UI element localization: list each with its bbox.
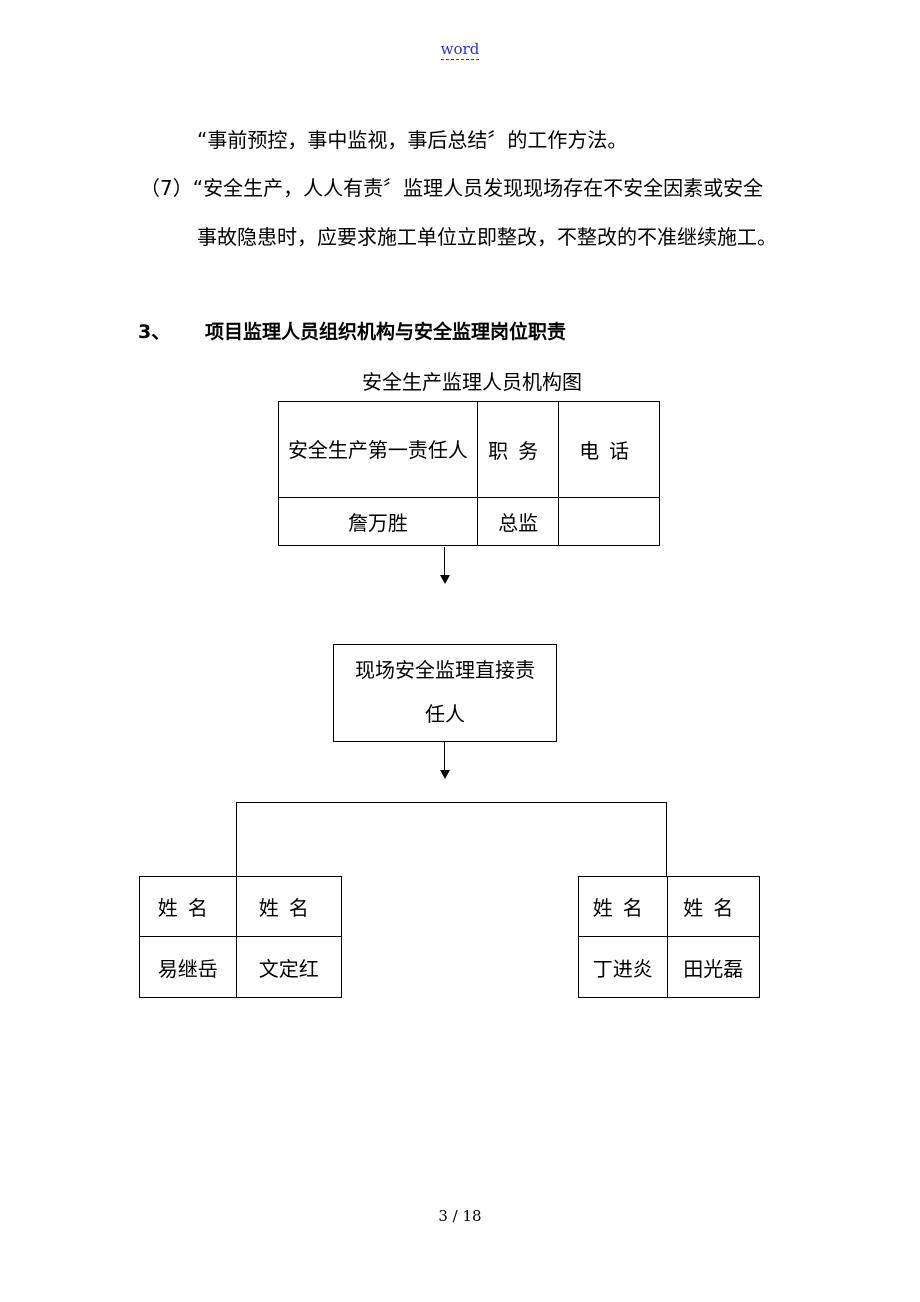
top-responsibility-table: 安全生产第一责任人 职务 电话 詹万胜 总监	[278, 401, 660, 546]
left-header-name-2: 姓名	[235, 876, 343, 937]
header-word-link[interactable]: word	[0, 40, 920, 60]
page-number: 3 / 18	[438, 1207, 482, 1225]
branch-horizontal-line	[236, 802, 667, 803]
left-name-1: 易继岳	[139, 936, 237, 998]
cell-responsible-name: 詹万胜	[278, 497, 478, 546]
header-word-text[interactable]: word	[440, 40, 480, 60]
paragraph-line-3: 事故隐患时，应要求施工单位立即整改，不整改的不准继续施工。	[197, 225, 777, 249]
direct-responsible-line-1: 现场安全监理直接责	[355, 658, 535, 682]
paragraph-line-1: “事前预控，事中监视，事后总结〞的工作方法。	[197, 128, 628, 152]
branch-left-line	[236, 802, 237, 877]
header-phone: 电话	[558, 401, 660, 498]
right-header-name-2: 姓名	[666, 876, 761, 937]
arrow-2-head	[440, 770, 450, 779]
header-position: 职务	[476, 401, 560, 498]
right-name-2: 田光磊	[666, 936, 761, 998]
left-name-2: 文定红	[235, 936, 343, 998]
right-header-name-1: 姓名	[578, 876, 668, 937]
branch-right-line	[666, 802, 667, 877]
arrow-1-head	[440, 575, 450, 584]
section-title: 项目监理人员组织机构与安全监理岗位职责	[205, 321, 567, 343]
cell-position: 总监	[476, 497, 560, 546]
left-names-table: 姓名 姓名 易继岳 文定红	[139, 876, 343, 998]
header-first-responsible: 安全生产第一责任人	[278, 401, 478, 498]
cell-phone	[558, 497, 660, 546]
right-name-1: 丁进炎	[578, 936, 668, 998]
arrow-2-shaft	[444, 742, 445, 770]
arrow-1-shaft	[444, 547, 445, 575]
paragraph-line-2: （7）“安全生产，人人有责〞监理人员发现现场存在不安全因素或安全	[140, 176, 764, 200]
section-number: 3、	[138, 321, 171, 343]
right-names-table: 姓名 姓名 丁进炎 田光磊	[578, 876, 761, 998]
left-header-name-1: 姓名	[139, 876, 237, 937]
direct-responsible-line-2: 任人	[425, 702, 465, 726]
org-chart-caption: 安全生产监理人员机构图	[362, 370, 582, 394]
direct-responsible-box: 现场安全监理直接责 任人	[333, 644, 557, 742]
